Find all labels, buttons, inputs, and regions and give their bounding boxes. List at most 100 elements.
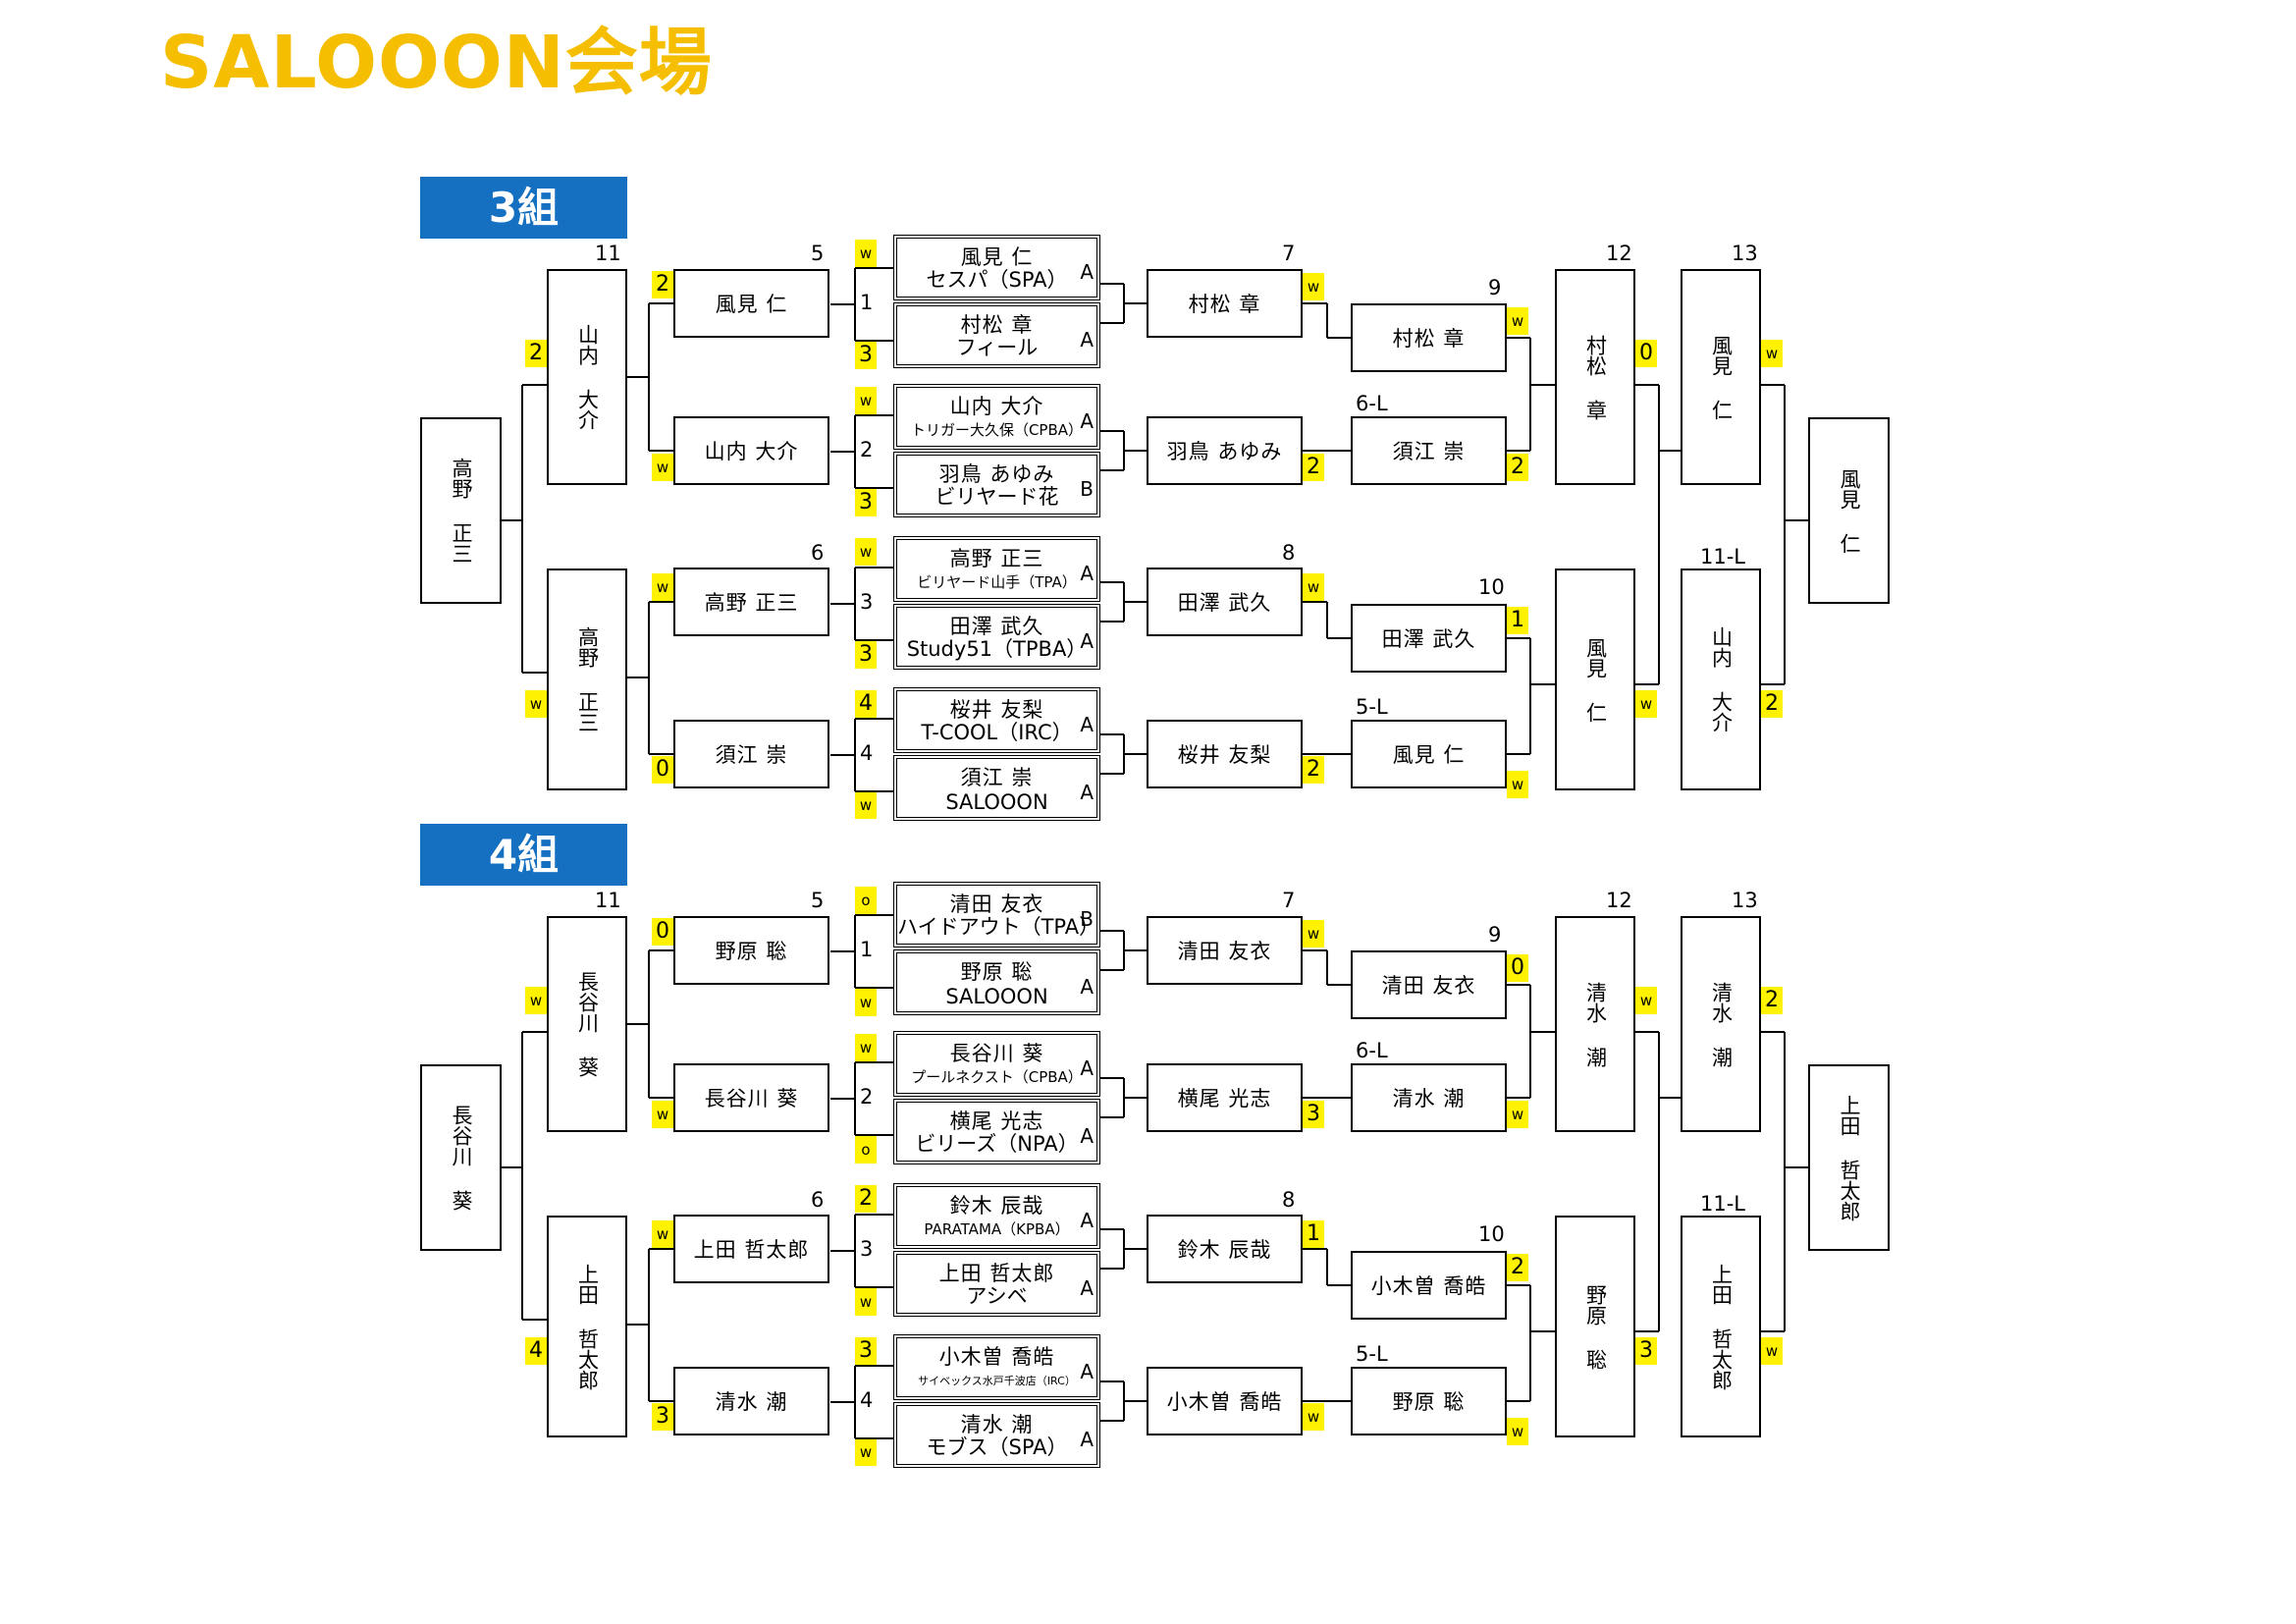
center-player-level: A <box>1080 629 1094 653</box>
match-number: 12 <box>1606 242 1632 265</box>
center-player-club: トリガー大久保（CPBA） <box>910 421 1084 439</box>
right-round1-box: 横尾 光志 <box>1147 1063 1303 1132</box>
bracket-line <box>1124 753 1147 755</box>
bracket-line <box>1507 637 1530 639</box>
score-badge: 2 <box>1507 1254 1528 1281</box>
match-number: 5 <box>811 889 825 912</box>
bracket-line <box>1507 1400 1530 1402</box>
center-player-level: A <box>1080 1428 1094 1451</box>
bracket-line <box>855 790 893 792</box>
center-player-name: 清水 潮 <box>960 1413 1034 1436</box>
bracket-line <box>649 601 673 603</box>
score-badge: w <box>652 454 673 481</box>
bracket-line <box>855 639 893 641</box>
score-badge: w <box>1507 307 1528 335</box>
match-number: 5 <box>811 242 825 265</box>
match-number: 10 <box>1478 1222 1505 1246</box>
bracket-line <box>855 267 893 269</box>
bracket-line <box>1658 1032 1660 1331</box>
match-number: 6 <box>811 1188 825 1212</box>
bracket-line <box>522 384 547 386</box>
score-badge: w <box>1507 1101 1528 1128</box>
center-player-level: B <box>1080 907 1094 931</box>
match-number: 6-L <box>1356 1039 1388 1062</box>
right-round4-box: 清水 潮 <box>1681 916 1761 1132</box>
center-player-level: A <box>1080 260 1094 284</box>
score-badge: 2 <box>1303 454 1324 481</box>
player-name: 田澤 武久 <box>1381 627 1476 651</box>
score-badge: 3 <box>1303 1101 1324 1128</box>
bracket-line <box>1761 1330 1785 1332</box>
bracket-line <box>1635 683 1659 685</box>
score-badge: w <box>855 240 877 267</box>
player-name: 山内 大介 <box>704 440 799 463</box>
group-label: 3組 <box>420 177 627 239</box>
score-badge: 0 <box>1507 954 1528 982</box>
bracket-line <box>1761 1031 1785 1033</box>
right-round2-box: 小木曽 喬皓 <box>1351 1251 1507 1320</box>
bracket-line <box>1507 984 1530 986</box>
bracket-line <box>1761 683 1785 685</box>
score-badge: w <box>652 1101 673 1128</box>
match-number: 3 <box>860 1237 874 1261</box>
player-name: 清田 友衣 <box>1381 974 1476 998</box>
score-badge: w <box>1303 573 1324 601</box>
score-badge: 3 <box>855 342 877 369</box>
score-badge: o <box>855 1136 877 1164</box>
bracket-line <box>1303 1097 1327 1099</box>
left-round1-box: 山内 大介 <box>673 416 829 485</box>
bracket-line <box>855 718 893 720</box>
bracket-line <box>1327 753 1351 755</box>
match-number: 6-L <box>1356 392 1388 415</box>
score-badge: w <box>525 690 547 718</box>
right-round1-box: 小木曽 喬皓 <box>1147 1367 1303 1435</box>
center-player-level: A <box>1080 1056 1094 1080</box>
match-number: 5-L <box>1356 1342 1388 1366</box>
score-badge: w <box>1761 340 1783 367</box>
match-number: 13 <box>1732 889 1758 912</box>
bracket-line <box>1100 581 1124 583</box>
bracket-line <box>1529 338 1531 451</box>
center-player-club: セスパ（SPA） <box>926 268 1068 292</box>
bracket-line <box>1761 384 1785 386</box>
center-player-club: SALOOON <box>945 985 1048 1008</box>
score-badge: 3 <box>855 641 877 669</box>
player-name: 田澤 武久 <box>1177 591 1272 615</box>
bracket-line <box>1124 302 1147 304</box>
bracket-line <box>854 719 856 791</box>
match-number: 11 <box>595 889 621 912</box>
center-player-box: 風見 仁セスパ（SPA）A <box>893 235 1100 300</box>
score-badge: 3 <box>855 1337 877 1365</box>
bracket-line <box>1100 733 1124 735</box>
left-round2-box: 長谷川 葵 <box>547 916 627 1132</box>
left-round1-box: 風見 仁 <box>673 269 829 338</box>
center-player-name: 鈴木 辰哉 <box>949 1194 1044 1218</box>
bracket-line <box>649 753 673 755</box>
player-name: 長谷川 葵 <box>704 1087 799 1110</box>
bracket-line <box>1785 1166 1808 1168</box>
score-badge: w <box>1303 273 1324 300</box>
bracket-line <box>1327 984 1351 986</box>
bracket-line <box>854 1215 856 1287</box>
player-name: 野原 聡 <box>1583 1283 1608 1370</box>
bracket-line <box>1303 949 1327 951</box>
bracket-line <box>627 1324 649 1326</box>
bracket-line <box>855 1134 893 1136</box>
bracket-line <box>855 1437 893 1439</box>
bracket-line <box>854 1062 856 1135</box>
bracket-line <box>521 1032 523 1320</box>
bracket-line <box>855 487 893 489</box>
score-badge: w <box>855 1034 877 1061</box>
bracket-line <box>855 567 893 568</box>
center-player-club: ビリーズ（NPA） <box>915 1132 1079 1156</box>
bracket-line <box>1100 283 1124 285</box>
bracket-line <box>1124 1248 1147 1250</box>
bracket-line <box>522 1031 547 1033</box>
player-name: 清水 潮 <box>1709 981 1734 1067</box>
right-round1-box: 田澤 武久 <box>1147 568 1303 636</box>
center-player-box: 長谷川 葵プールネクスト（CPBA）A <box>893 1031 1100 1097</box>
